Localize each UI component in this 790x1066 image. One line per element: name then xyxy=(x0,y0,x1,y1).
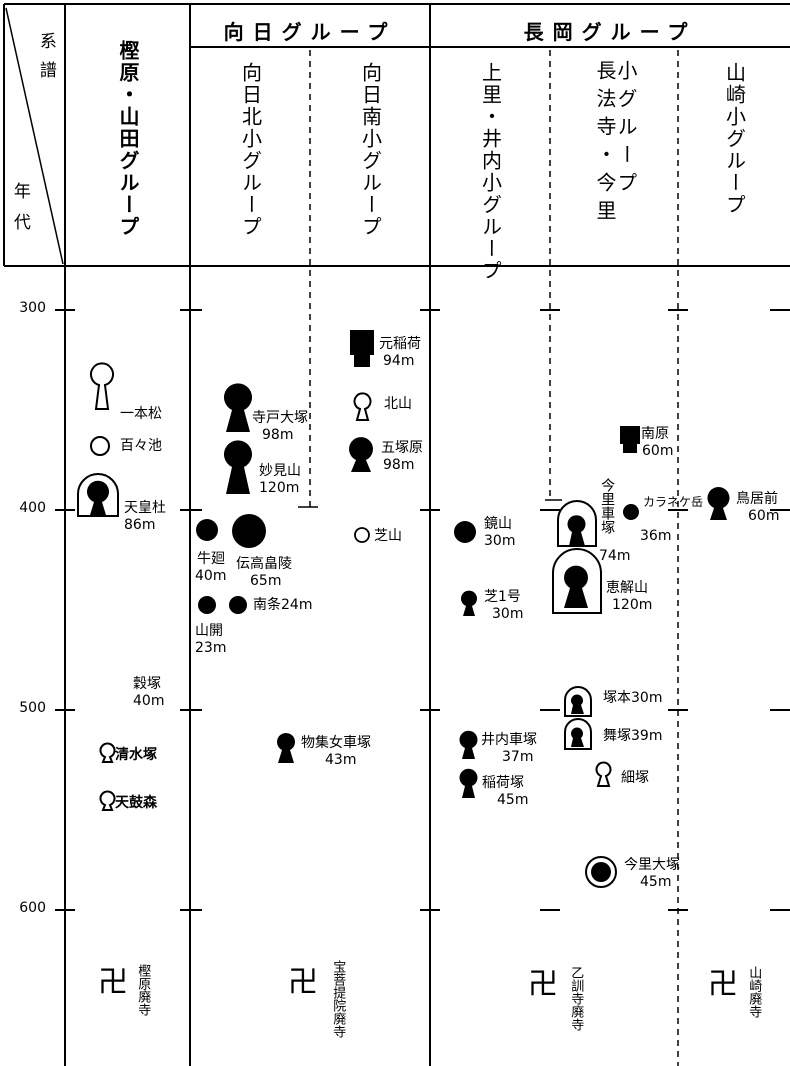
tomb-name: 舞塚39m xyxy=(603,728,663,744)
tomb-name: 百々池 xyxy=(120,438,162,454)
circle-filled-icon xyxy=(198,596,216,614)
tomb-size: 30m xyxy=(484,533,516,549)
tomb-name: 寺戸大塚 xyxy=(252,410,308,426)
subgroup-muko-south: 向日南小グループ xyxy=(358,62,383,238)
circle-filled-icon xyxy=(232,514,266,548)
circle-outline-icon xyxy=(354,527,370,543)
tomb-name: 稲荷塚 xyxy=(482,775,524,791)
tomb-size: 60m xyxy=(748,508,780,524)
temple-name: 山崎廃寺 xyxy=(746,966,762,1018)
tomb-name: 今里車塚 xyxy=(599,478,616,534)
tomb-size: 120m xyxy=(612,597,653,613)
tomb-name: 今里大塚 xyxy=(624,857,680,873)
circle-filled-icon xyxy=(623,504,639,520)
year-label: 500 xyxy=(19,700,46,716)
keyhole-outline-icon xyxy=(595,761,612,787)
square-filled-icon xyxy=(350,330,374,367)
temple-icon: 卍 xyxy=(98,965,128,1000)
tomb-size: 45m xyxy=(640,874,672,890)
tomb-name: 井内車塚 xyxy=(481,732,537,748)
tomb-name: 天皇杜 xyxy=(124,500,166,516)
subgroup-yamazaki: 山崎小グループ xyxy=(722,62,747,216)
tomb-name: 芝1号 xyxy=(484,589,521,605)
tomb-name: 鳥居前 xyxy=(736,491,778,507)
subgroup-chohoji: 長法寺・今里 小グループ xyxy=(593,60,638,228)
circle-outline-icon xyxy=(90,436,110,456)
tomb-size: 98m xyxy=(383,457,415,473)
tomb-name: 清水塚 xyxy=(115,747,157,763)
tomb-name: 山開 xyxy=(195,623,223,639)
tomb-name: 一本松 xyxy=(120,406,162,422)
group-nagaoka-header: 長岡グループ xyxy=(523,20,697,44)
tomb-name: 細塚 xyxy=(621,770,649,786)
keyhole-filled-icon xyxy=(349,437,373,472)
tomb-name: 牛廻 xyxy=(197,551,225,567)
temple-icon: 卍 xyxy=(528,967,558,1002)
group-kashihara-header: 樫原・山田グループ xyxy=(116,40,140,238)
circle-filled-icon xyxy=(454,521,476,543)
tomb-name: 天鼓森 xyxy=(115,795,157,811)
keyhole-filled-icon xyxy=(707,486,730,520)
keyhole-filled-icon xyxy=(277,732,296,763)
tomb-name: 物集女車塚 xyxy=(301,735,371,751)
square-filled-icon xyxy=(620,426,640,453)
temple-name: 樫原廃寺 xyxy=(135,964,151,1016)
tomb-name: 南条24m xyxy=(253,597,313,613)
tomb-size: 37m xyxy=(502,749,534,765)
tomb-size: 94m xyxy=(383,353,415,369)
corner-diagonal xyxy=(5,7,64,265)
keyhole-outline-icons xyxy=(99,742,116,811)
tomb-name: 穀塚 xyxy=(133,676,161,692)
keyhole-filled-icon xyxy=(459,730,478,759)
subgroup-kamisato: 上里・井内小グループ xyxy=(478,62,503,282)
keyhole-filled-icon xyxy=(223,383,252,432)
tomb-name: 五塚原 xyxy=(381,440,423,456)
tomb-name: 芝山 xyxy=(374,528,402,544)
keyhole-filled-icon xyxy=(223,440,252,494)
tomb-size: 23m xyxy=(195,640,227,656)
keyhole-outline-icon xyxy=(90,362,114,410)
keyhole-outline-icon xyxy=(353,392,372,421)
tomb-name: 元稲荷 xyxy=(379,336,421,352)
keyhole-filled-icon xyxy=(459,768,478,798)
tomb-name: 鏡山 xyxy=(484,516,512,532)
tomb-name: 南原 xyxy=(641,426,669,442)
corner-lineage-label: 系譜 xyxy=(35,32,56,90)
corner-period-label: 年代 xyxy=(9,182,30,244)
tomb-size: 43m xyxy=(325,752,357,768)
temple-name: 乙訓寺廃寺 xyxy=(568,966,584,1031)
tomb-name: 北山 xyxy=(384,396,412,412)
year-label: 400 xyxy=(19,500,46,516)
circle-filled-icon xyxy=(229,596,247,614)
year-label: 300 xyxy=(19,300,46,316)
tomb-size: 30m xyxy=(492,606,524,622)
tomb-size: 45m xyxy=(497,792,529,808)
temple-icon: 卍 xyxy=(288,965,318,1000)
tomb-name: 塚本30m xyxy=(603,690,663,706)
tomb-size: 60m xyxy=(642,443,674,459)
tomb-size: 40m xyxy=(133,693,165,709)
tomb-name: 恵解山 xyxy=(606,580,648,596)
subgroup-muko-north: 向日北小グループ xyxy=(238,62,263,238)
tomb-size: 74m xyxy=(599,548,631,564)
temple-name: 宝菩提院廃寺 xyxy=(330,960,346,1038)
year-label: 600 xyxy=(19,900,46,916)
tomb-size: 65m xyxy=(250,573,282,589)
tomb-name: カラネケ岳 xyxy=(643,495,704,509)
tomb-name: 伝高畠陵 xyxy=(236,556,292,572)
temple-icon: 卍 xyxy=(708,967,738,1002)
tomb-size: 86m xyxy=(124,517,156,533)
tomb-size: 40m xyxy=(195,568,227,584)
tomb-size: 98m xyxy=(262,427,294,443)
group-muko-header: 向日グループ xyxy=(223,20,397,44)
circle-filled-icon xyxy=(196,519,218,541)
tomb-size: 120m xyxy=(259,480,300,496)
keyhole-filled-icon xyxy=(460,590,477,616)
tomb-size: 36m xyxy=(640,528,672,544)
tomb-name: 妙見山 xyxy=(259,463,301,479)
